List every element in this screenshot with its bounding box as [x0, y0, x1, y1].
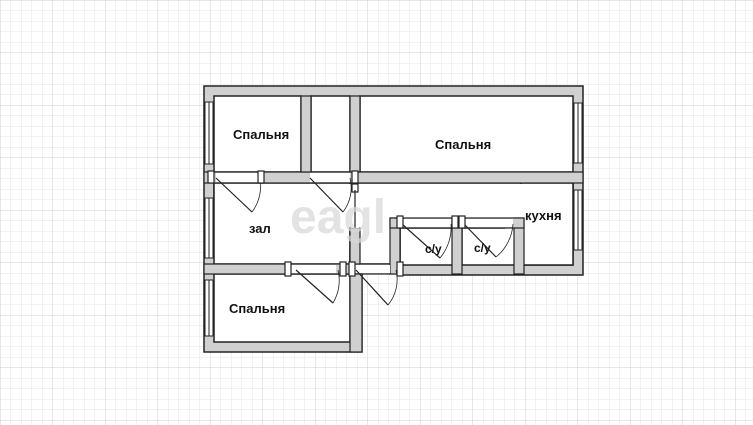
label-bedroom-top-right: Спальня [435, 137, 491, 152]
door-bathroom-1 [396, 215, 459, 259]
windows [204, 101, 583, 337]
room-corridor-top [310, 95, 351, 173]
room-labels: Спальня Спальня зал кухня с/у с/у Спальн… [229, 127, 562, 316]
label-kitchen: кухня [525, 208, 562, 223]
door-bedroom-top-left [207, 170, 265, 213]
label-bedroom-bottom: Спальня [229, 301, 285, 316]
label-bathroom-2: с/у [474, 241, 491, 255]
watermark: eagl [290, 191, 386, 244]
room-bedroom-top-left [213, 95, 302, 173]
door-bathroom-2 [458, 215, 514, 258]
door-bedroom-bottom [284, 261, 347, 304]
label-bathroom-1: с/у [425, 242, 442, 256]
doors [207, 170, 514, 306]
label-bedroom-top-left: Спальня [233, 127, 289, 142]
label-living-room: зал [249, 221, 271, 236]
door-corridor [309, 170, 359, 213]
door-hall-lower [348, 261, 404, 306]
room-bedroom-top-right [359, 95, 574, 173]
